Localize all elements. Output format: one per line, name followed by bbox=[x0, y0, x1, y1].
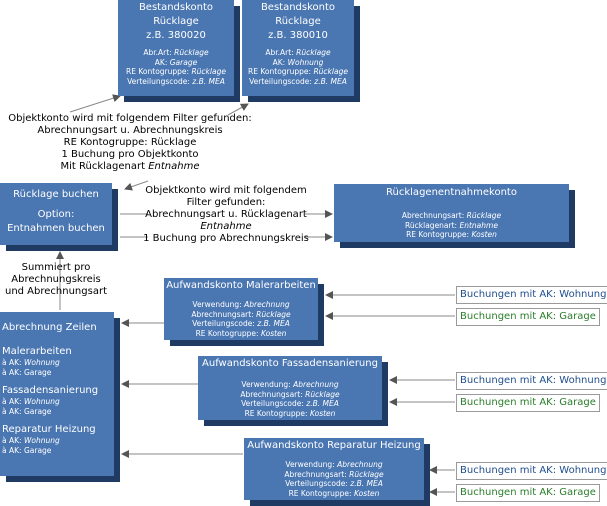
aufwand-title: Aufwandskonto Fassadensanierung bbox=[202, 358, 378, 369]
ruecklage-buchen-box: Rücklage buchen Option: Entnahmen buchen bbox=[0, 183, 112, 245]
aufwand-row-verteilungscode: Verteilungscode: z.B. MEA bbox=[192, 319, 290, 328]
buchungen-garage-tag: Buchungen mit AK: Garage bbox=[456, 394, 600, 412]
aufwand-row-verwendung: Verwendung: Abrechnung bbox=[241, 380, 339, 389]
bestand-title-line1: Bestandskonto bbox=[260, 2, 336, 13]
entnahme-row-kontogruppe: RE Kontogruppe: Kosten bbox=[406, 230, 497, 239]
abrechnung-ak-garage: à AK: Garage bbox=[2, 367, 52, 377]
note-line: 1 Buchung pro Abrechnungskreis bbox=[143, 233, 309, 244]
aufwand-row-kontogruppe: RE Kontogruppe: Kosten bbox=[195, 328, 287, 338]
note-line: RE Kontogruppe: Rücklage bbox=[63, 137, 197, 148]
abrechnung-ak-wohnung: à AK: Wohnung bbox=[2, 358, 60, 367]
aufwand-title: Aufwandskonto Malerarbeiten bbox=[166, 280, 316, 291]
buchungen-wohnung-tag: Buchungen mit AK: Wohnung bbox=[456, 372, 607, 390]
abrechnung-ak-wohnung: à AK: Wohnung bbox=[2, 397, 60, 406]
abrechnung-ak-wohnung: à AK: Wohnung bbox=[2, 436, 60, 445]
abrechnung-group-reparatur-heizung: Reparatur Heizung bbox=[2, 424, 96, 435]
summiert-note: Summiert pro Abrechnungskreis und Abrech… bbox=[0, 262, 112, 298]
aufwandskonto-reparatur-heizung-box: Aufwandskonto Reparatur Heizung Verwendu… bbox=[244, 438, 424, 500]
bestand-title-line3: z.B. 380020 bbox=[146, 30, 206, 41]
abrechnung-ak-garage: à AK: Garage bbox=[2, 445, 52, 455]
bestand-row-abrart: Abr.Art: Rücklage bbox=[265, 48, 331, 57]
buchungen-wohnung-tag: Buchungen mit AK: Wohnung bbox=[456, 462, 607, 480]
note-line: Abrechnungsart u. Rücklagenart bbox=[145, 209, 307, 220]
note-line: Objektkonto wird mit folgendem Filter ge… bbox=[8, 113, 252, 124]
bestand-row-abrart: Abr.Art: Rücklage bbox=[143, 48, 209, 57]
aufwand-row-kontogruppe: RE Kontogruppe: Kosten bbox=[244, 408, 336, 418]
bestand-title-line2: Rücklage bbox=[275, 16, 321, 27]
buchungen-garage-tag: Buchungen mit AK: Garage bbox=[456, 484, 600, 502]
aufwand-row-verteilungscode: Verteilungscode: z.B. MEA bbox=[285, 479, 383, 488]
bestand-row-kontogruppe: RE Kontogruppe: Rücklage bbox=[126, 67, 226, 76]
ruecklage-buchen-option-value: Entnahmen buchen bbox=[7, 223, 105, 234]
bestand-title-line1: Bestandskonto bbox=[138, 2, 214, 13]
abrechnung-group-fassadensanierung: Fassadensanierung bbox=[2, 385, 99, 396]
bestand-row-verteilungscode: Verteilungscode: z.B. MEA bbox=[127, 76, 225, 86]
note-line: Mit Rücklagenart Entnahme bbox=[60, 161, 200, 172]
entnahme-row-abrart: Abrechnungsart: Rücklage bbox=[401, 211, 502, 220]
aufwand-row-abrart: Abrechnungsart: Rücklage bbox=[240, 389, 340, 399]
filter-note-middle: Objektkonto wird mit folgendem Filter ge… bbox=[140, 185, 312, 245]
bestand-row-ak: AK: Garage bbox=[154, 57, 198, 67]
bestand-row-ak: AK: Wohnung bbox=[272, 57, 324, 67]
note-line: und Abrechnungsart bbox=[4, 286, 107, 297]
bestand-row-verteilungscode: Verteilungscode: z.B. MEA bbox=[249, 76, 347, 86]
entnahme-title: Rücklagenentnahmekonto bbox=[386, 187, 517, 198]
note-line: Abrechnungsart u. Abrechnungskreis bbox=[37, 125, 223, 136]
entnahme-row-ruecklagenart: Rücklagenart: Entnahme bbox=[405, 220, 498, 230]
aufwand-row-verwendung: Verwendung: Abrechnung bbox=[192, 300, 290, 309]
aufwand-title: Aufwandskonto Reparatur Heizung bbox=[247, 440, 421, 451]
filter-note-top: Objektkonto wird mit folgendem Filter ge… bbox=[4, 113, 256, 173]
ruecklage-buchen-title: Rücklage buchen bbox=[13, 189, 99, 200]
aufwand-row-abrart: Abrechnungsart: Rücklage bbox=[191, 309, 291, 319]
aufwand-row-verwendung: Verwendung: Abrechnung bbox=[285, 460, 383, 469]
note-line: Filter gefunden: bbox=[186, 197, 266, 208]
note-line: Entnahme bbox=[200, 221, 252, 232]
note-line: Objektkonto wird mit folgendem bbox=[145, 185, 307, 196]
bestandskonto-box-380020: Bestandskonto Rücklage z.B. 380020 Abr.A… bbox=[118, 0, 234, 96]
buchungen-garage-tag: Buchungen mit AK: Garage bbox=[456, 308, 600, 326]
buchungen-wohnung-tag: Buchungen mit AK: Wohnung bbox=[456, 286, 607, 304]
bestand-row-kontogruppe: RE Kontogruppe: Rücklage bbox=[248, 67, 348, 76]
bestandskonto-box-380010: Bestandskonto Rücklage z.B. 380010 Abr.A… bbox=[242, 0, 354, 96]
ruecklagenentnahmekonto-box: Rücklagenentnahmekonto Abrechnungsart: R… bbox=[334, 184, 569, 242]
aufwandskonto-fassadensanierung-box: Aufwandskonto Fassadensanierung Verwendu… bbox=[198, 356, 382, 420]
aufwand-row-verteilungscode: Verteilungscode: z.B. MEA bbox=[241, 399, 339, 408]
bestand-title-line3: z.B. 380010 bbox=[268, 30, 328, 41]
bestand-title-line2: Rücklage bbox=[153, 16, 199, 27]
aufwandskonto-malerarbeiten-box: Aufwandskonto Malerarbeiten Verwendung: … bbox=[164, 278, 318, 340]
aufwand-row-abrart: Abrechnungsart: Rücklage bbox=[284, 469, 384, 479]
abrechnung-title: Abrechnung Zeilen bbox=[2, 322, 97, 333]
ruecklage-buchen-option: Option: bbox=[37, 209, 75, 220]
note-line: 1 Buchung pro Objektkonto bbox=[61, 149, 199, 160]
note-line: Abrechnungskreis bbox=[11, 274, 101, 285]
abrechnung-zeilen-box: Abrechnung Zeilen Malerarbeiten à AK: Wo… bbox=[0, 312, 114, 476]
note-line: Summiert pro bbox=[21, 262, 91, 273]
abrechnung-ak-garage: à AK: Garage bbox=[2, 406, 52, 416]
abrechnung-group-malerarbeiten: Malerarbeiten bbox=[2, 346, 72, 357]
aufwand-row-kontogruppe: RE Kontogruppe: Kosten bbox=[288, 488, 380, 498]
